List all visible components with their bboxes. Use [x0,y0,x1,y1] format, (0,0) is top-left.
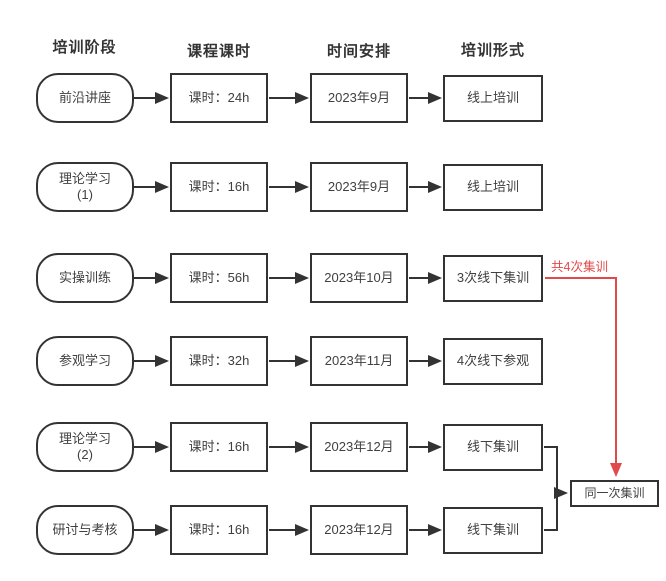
hours-node-row-3: 课时：56h [170,253,268,303]
time-node-row-3: 2023年10月 [310,253,408,303]
hours-node-row-5: 课时：16h [170,422,268,472]
time-node-row-4: 2023年11月 [310,336,408,386]
time-node-row-5: 2023年12月 [310,422,408,472]
stage-node-row-3: 实操训练 [36,253,134,303]
stage-node-row-2: 理论学习 (1) [36,162,134,212]
format-node-row-3: 3次线下集训 [443,255,543,302]
hours-label: 课时：16h [188,178,250,194]
red-callout-arrow [545,277,622,477]
hours-node-row-2: 课时：16h [170,162,268,212]
time-label: 2023年11月 [324,352,394,368]
hours-node-row-4: 课时：32h [170,336,268,386]
hours-node-row-1: 课时：24h [170,73,268,123]
format-label: 3次线下集训 [456,270,530,286]
merge-node-label: 同一次集训 [584,486,645,500]
format-node-row-6: 线下集训 [443,507,543,554]
format-label: 线上培训 [466,179,519,195]
hours-label: 课时：24h [188,89,250,105]
time-node-row-6: 2023年12月 [310,505,408,555]
stage-sublabel: (2) [77,447,93,462]
stage-label: 理论学习 [58,170,111,186]
format-label: 线下集训 [466,439,519,455]
format-node-row-2: 线上培训 [443,164,543,211]
time-label: 2023年12月 [324,521,394,537]
stage-sublabel: (1) [77,187,93,202]
stage-label: 参观学习 [58,352,111,368]
hours-label: 课时：32h [188,352,250,368]
column-header-hours: 课程课时 [186,43,251,60]
stage-label: 实操训练 [58,269,111,285]
time-label: 2023年9月 [327,89,391,105]
hours-label: 课时：16h [188,521,250,537]
annotation-total-sessions: 共4次集训 [551,260,608,274]
column-header-time: 时间安排 [326,43,391,60]
stage-node-row-5: 理论学习 (2) [36,422,134,472]
time-label: 2023年10月 [324,269,394,285]
time-node-row-2: 2023年9月 [310,162,408,212]
stage-node-row-6: 研讨与考核 [36,505,134,555]
format-node-row-1: 线上培训 [443,75,543,122]
merge-bracket [544,446,568,531]
time-label: 2023年9月 [327,178,391,194]
hours-label: 课时：56h [188,269,250,285]
stage-node-row-1: 前沿讲座 [36,73,134,123]
stage-label: 前沿讲座 [58,89,111,105]
format-label: 线上培训 [466,90,519,106]
column-header-stage: 培训阶段 [52,39,117,56]
hours-label: 课时：16h [188,438,250,454]
format-label: 线下集训 [466,522,519,538]
format-node-row-4: 4次线下参观 [443,338,543,385]
time-label: 2023年12月 [324,438,394,454]
stage-label: 理论学习 [58,430,111,446]
column-header-format: 培训形式 [460,42,525,59]
format-node-row-5: 线下集训 [443,424,543,471]
stage-label: 研讨与考核 [52,521,118,537]
merge-node-same-session: 同一次集训 [570,480,659,507]
time-node-row-1: 2023年9月 [310,73,408,123]
format-label: 4次线下参观 [456,353,530,369]
hours-node-row-6: 课时：16h [170,505,268,555]
stage-node-row-4: 参观学习 [36,336,134,386]
